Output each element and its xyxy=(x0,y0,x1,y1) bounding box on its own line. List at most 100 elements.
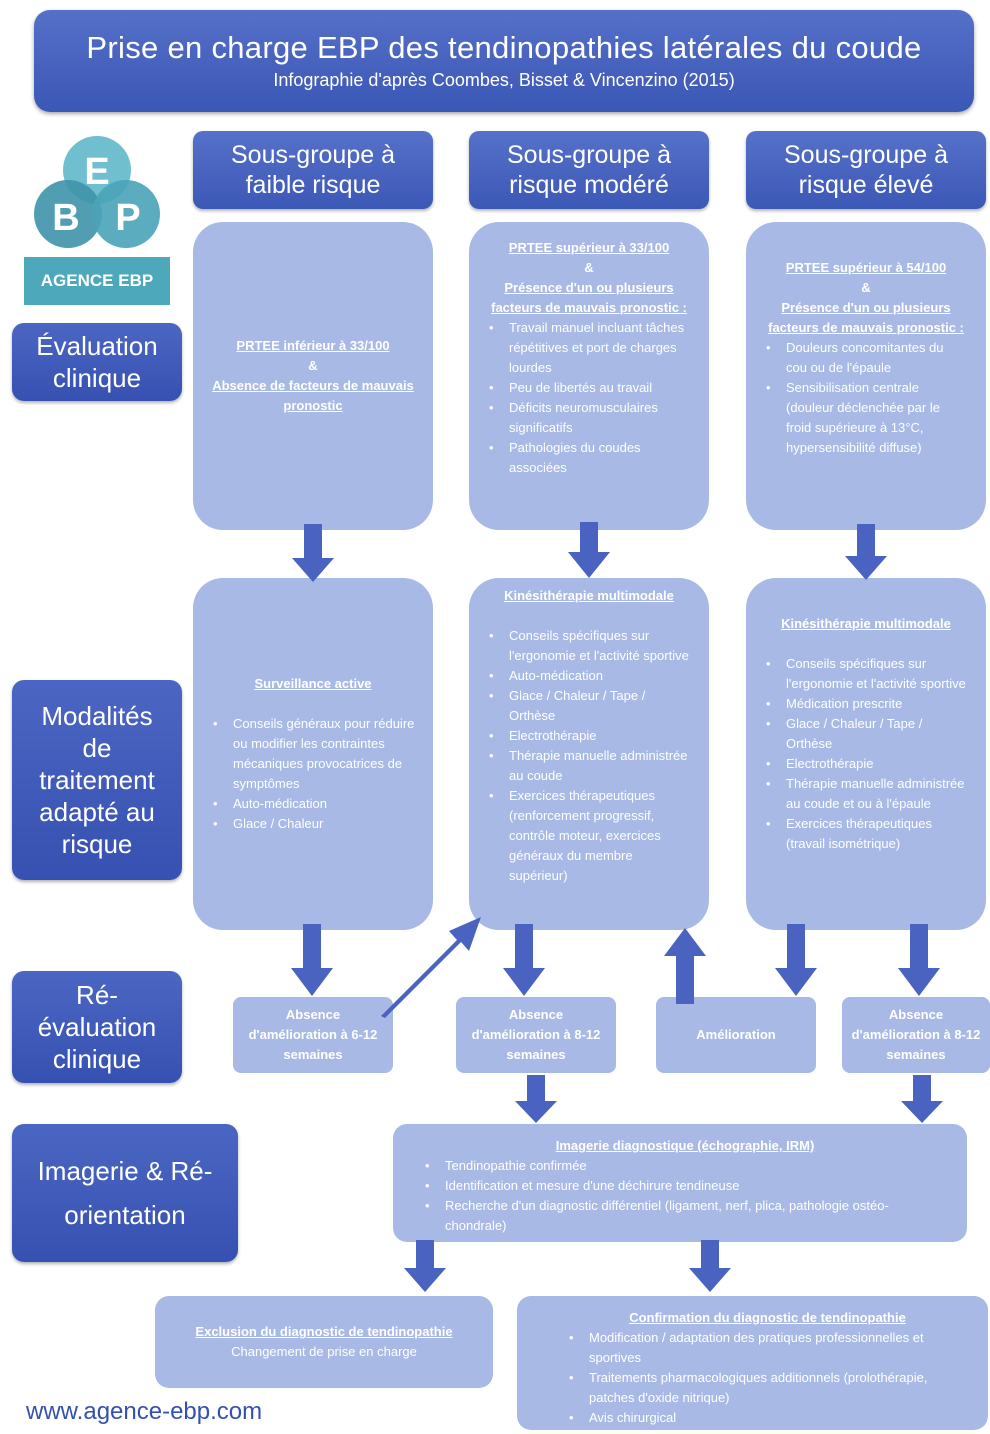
row-header-label: Ré-évaluation clinique xyxy=(37,980,157,1074)
agence-ebp-logo: E B P AGENCE EBP xyxy=(22,132,172,307)
evaluation-mid-list: Travail manuel incluant tâches répétitiv… xyxy=(487,318,691,478)
evaluation-high-amp: & xyxy=(861,280,871,295)
reevaluation-improvement-label: Amélioration xyxy=(696,1027,776,1042)
evaluation-high-factors: Présence d'un ou plusieurs facteurs de m… xyxy=(768,300,964,335)
arrow-down-icon xyxy=(898,924,940,996)
list-item: Auto-médication xyxy=(213,794,415,814)
treatment-card-high: Kinésithérapie multimodale Conseils spéc… xyxy=(746,578,986,930)
logo-name: AGENCE EBP xyxy=(40,271,154,290)
arrow-down-icon xyxy=(515,1075,557,1123)
list-item: Conseils spécifiques sur l'ergonomie et … xyxy=(489,626,691,666)
list-item: Douleurs concomitantes du cou ou de l'ép… xyxy=(766,338,968,378)
list-item: Auto-médication xyxy=(489,666,691,686)
reevaluation-high-label: Absence d'amélioration à 8-12 semaines xyxy=(851,1007,981,1062)
page-title: Prise en charge EBP des tendinopathies l… xyxy=(86,30,922,65)
imaging-heading: Imagerie diagnostique (échographie, IRM) xyxy=(555,1138,815,1153)
reevaluation-improvement-box: Amélioration xyxy=(656,997,816,1073)
column-header-high-risk: Sous-groupe à risque élevé xyxy=(746,131,986,209)
evaluation-card-high: PRTEE supérieur à 54/100 & Présence d'un… xyxy=(746,222,986,530)
imaging-list: Tendinopathie confirmée Identification e… xyxy=(423,1156,947,1236)
column-header-label: Sous-groupe à risque modéré xyxy=(506,141,671,199)
treatment-mid-list: Conseils spécifiques sur l'ergonomie et … xyxy=(487,626,691,886)
page-subtitle: Infographie d'après Coombes, Bisset & Vi… xyxy=(273,70,735,90)
imaging-card: Imagerie diagnostique (échographie, IRM)… xyxy=(393,1124,967,1242)
arrow-down-icon xyxy=(689,1240,731,1292)
logo-letter-b: B xyxy=(52,197,79,239)
website-url[interactable]: www.agence-ebp.com xyxy=(26,1398,263,1425)
evaluation-mid-factors: Présence d'un ou plusieurs facteurs de m… xyxy=(491,280,687,315)
treatment-low-heading: Surveillance active xyxy=(254,676,372,691)
list-item: Electrothérapie xyxy=(489,726,691,746)
exclusion-text: Changement de prise en charge xyxy=(231,1344,417,1359)
treatment-low-list: Conseils généraux pour réduire ou modifi… xyxy=(211,714,415,834)
evaluation-mid-amp: & xyxy=(584,260,594,275)
row-header-reevaluation: Ré-évaluation clinique xyxy=(12,971,182,1083)
list-item: Sensibilisation centrale (douleur déclen… xyxy=(766,378,968,458)
list-item: Thérapie manuelle administrée au coude xyxy=(489,746,691,786)
row-header-label: Modalités de traitement adapté au risque xyxy=(39,701,155,859)
list-item: Exercices thérapeutiques (travail isomét… xyxy=(766,814,968,854)
evaluation-high-criterion: PRTEE supérieur à 54/100 xyxy=(785,260,947,275)
arrow-down-icon xyxy=(845,524,887,580)
list-item: Exercices thérapeutiques (renforcement p… xyxy=(489,786,691,886)
column-header-label: Sous-groupe à risque élevé xyxy=(783,141,948,199)
evaluation-low-criterion: PRTEE inférieur à 33/100 xyxy=(236,338,390,353)
list-item: Modification / adaptation des pratiques … xyxy=(569,1328,968,1368)
list-item: Identification et mesure d'une déchirure… xyxy=(425,1176,947,1196)
exclusion-heading: Exclusion du diagnostic de tendinopathie xyxy=(195,1324,453,1339)
logo-circles-icon: E B P xyxy=(34,136,160,248)
arrow-down-icon xyxy=(775,924,817,996)
list-item: Médication prescrite xyxy=(766,694,968,714)
list-item: Déficits neuromusculaires significatifs xyxy=(489,398,691,438)
arrow-down-icon xyxy=(503,924,545,996)
arrow-down-icon xyxy=(568,522,610,578)
row-header-evaluation: Évaluation clinique xyxy=(12,323,182,401)
list-item: Tendinopathie confirmée xyxy=(425,1156,947,1176)
column-header-low-risk: Sous-groupe à faible risque xyxy=(193,131,433,209)
row-header-label: Imagerie & Ré-orientation xyxy=(37,1156,213,1230)
confirmation-list: Modification / adaptation des pratiques … xyxy=(567,1328,968,1428)
column-header-moderate-risk: Sous-groupe à risque modéré xyxy=(469,131,709,209)
arrow-up-icon xyxy=(664,928,706,1004)
title-banner: Prise en charge EBP des tendinopathies l… xyxy=(34,10,974,112)
treatment-card-moderate: Kinésithérapie multimodale Conseils spéc… xyxy=(469,578,709,930)
arrow-down-icon xyxy=(291,924,333,996)
row-header-imaging: Imagerie & Ré-orientation xyxy=(12,1124,238,1262)
list-item: Glace / Chaleur xyxy=(213,814,415,834)
logo-letter-p: P xyxy=(115,197,140,239)
list-item: Traitements pharmacologiques additionnel… xyxy=(569,1368,968,1408)
list-item: Conseils généraux pour réduire ou modifi… xyxy=(213,714,415,794)
confirmation-card: Confirmation du diagnostic de tendinopat… xyxy=(517,1296,988,1430)
evaluation-mid-criterion: PRTEE supérieur à 33/100 xyxy=(508,240,670,255)
arrow-down-icon xyxy=(901,1075,943,1123)
evaluation-card-moderate: PRTEE supérieur à 33/100 & Présence d'un… xyxy=(469,222,709,530)
list-item: Electrothérapie xyxy=(766,754,968,774)
row-header-treatment: Modalités de traitement adapté au risque xyxy=(12,680,182,880)
confirmation-heading: Confirmation du diagnostic de tendinopat… xyxy=(629,1310,906,1325)
list-item: Glace / Chaleur / Tape / Orthèse xyxy=(766,714,968,754)
reevaluation-low-box: Absence d'amélioration à 6-12 semaines xyxy=(233,997,393,1073)
arrow-down-icon xyxy=(292,524,334,582)
arrow-down-icon xyxy=(404,1240,446,1292)
treatment-high-list: Conseils spécifiques sur l'ergonomie et … xyxy=(764,654,968,854)
reevaluation-mid-label: Absence d'amélioration à 8-12 semaines xyxy=(471,1007,601,1062)
treatment-high-heading: Kinésithérapie multimodale xyxy=(781,616,951,631)
treatment-mid-heading: Kinésithérapie multimodale xyxy=(504,588,674,603)
column-header-label: Sous-groupe à faible risque xyxy=(230,141,395,199)
logo-name-plate: AGENCE EBP xyxy=(24,257,170,305)
evaluation-low-amp: & xyxy=(308,358,318,373)
evaluation-low-factors: Absence de facteurs de mauvais pronostic xyxy=(212,378,414,413)
reevaluation-low-label: Absence d'amélioration à 6-12 semaines xyxy=(248,1007,378,1062)
list-item: Conseils spécifiques sur l'ergonomie et … xyxy=(766,654,968,694)
row-header-label: Évaluation clinique xyxy=(36,331,158,393)
reevaluation-mid-box: Absence d'amélioration à 8-12 semaines xyxy=(456,997,616,1073)
list-item: Avis chirurgical xyxy=(569,1408,968,1428)
treatment-card-low: Surveillance active Conseils généraux po… xyxy=(193,578,433,930)
list-item: Travail manuel incluant tâches répétitiv… xyxy=(489,318,691,378)
reevaluation-high-box: Absence d'amélioration à 8-12 semaines xyxy=(842,997,990,1073)
exclusion-card: Exclusion du diagnostic de tendinopathie… xyxy=(155,1296,493,1388)
list-item: Recherche d'un diagnostic différentiel (… xyxy=(425,1196,947,1236)
list-item: Thérapie manuelle administrée au coude e… xyxy=(766,774,968,814)
logo-letter-e: E xyxy=(84,151,109,193)
list-item: Peu de libertés au travail xyxy=(489,378,691,398)
